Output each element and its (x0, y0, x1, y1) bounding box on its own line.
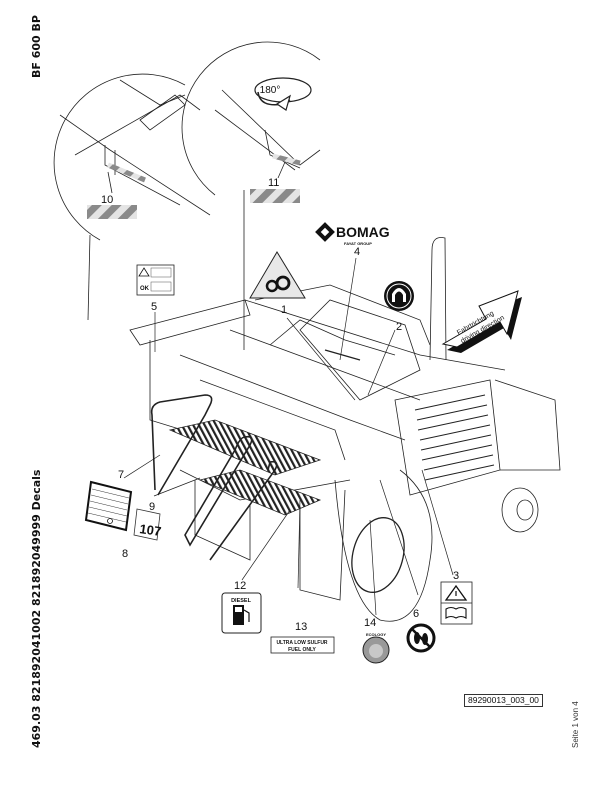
decal-6-no-step (406, 623, 436, 653)
warning-triangle-icon (444, 584, 468, 601)
detail-view-10 (53, 73, 211, 241)
callout-3: 3 (453, 570, 459, 582)
warning-triangle-icon (138, 267, 150, 277)
walkway-grates (168, 419, 322, 516)
callout-13: 13 (295, 621, 307, 633)
brand-name: BOMAG (336, 224, 390, 240)
fuel-line-2: FUEL ONLY (288, 647, 316, 653)
callout-9: 9 (149, 501, 155, 513)
ok-text: OK (140, 286, 150, 292)
book-icon (445, 606, 467, 619)
callout-14: 14 (364, 617, 376, 629)
reflective-strip-10 (87, 205, 137, 219)
diesel-label: DIESEL (231, 598, 252, 604)
fuel-line-1: ULTRA LOW SULFUR (276, 640, 327, 646)
decal-3-read-manual (440, 581, 473, 625)
reflective-strip-11 (250, 189, 300, 203)
leader-lines (99, 257, 454, 616)
brand-subline: FAYAT GROUP (344, 241, 372, 246)
driving-direction-arrow: Fahrtrichtung driving direction (441, 290, 522, 353)
fuel-pump-icon (233, 605, 250, 625)
callout-4: 4 (354, 246, 360, 258)
decal-5-warning-ok: OK (136, 264, 175, 296)
decal-13-fuel-only: ULTRA LOW SULFUR FUEL ONLY (270, 636, 335, 654)
ear-protection-decal (384, 281, 414, 311)
detail-view-11 (87, 41, 321, 350)
noise-value: 107 (139, 521, 163, 539)
decal-7-instruction-plate (84, 480, 133, 532)
tree-icon (369, 644, 383, 658)
decal-14-ecology: ECOLOGY (362, 632, 390, 664)
bomag-logo: BOMAG FAYAT GROUP (315, 222, 390, 246)
gear-warning-decal (249, 251, 306, 299)
callout-1: 1 (281, 304, 287, 316)
decal-9-noise-level: 107 (133, 508, 163, 541)
callout-11: 11 (268, 177, 279, 189)
callout-12: 12 (234, 580, 246, 592)
callout-6: 6 (413, 608, 419, 620)
callout-7: 7 (118, 469, 124, 481)
decal-12-diesel: DIESEL (221, 592, 262, 634)
ecology-label: ECOLOGY (366, 632, 386, 637)
screw-icon (107, 518, 113, 524)
callout-5: 5 (151, 301, 157, 313)
callout-2: 2 (396, 321, 402, 333)
handrails (150, 394, 278, 561)
callout-10: 10 (101, 194, 113, 206)
rotation-label: 180° (260, 85, 281, 96)
gear-icon (275, 275, 291, 291)
callout-8: 8 (122, 548, 128, 560)
drawing-number: 89290013_003_00 (464, 694, 543, 707)
